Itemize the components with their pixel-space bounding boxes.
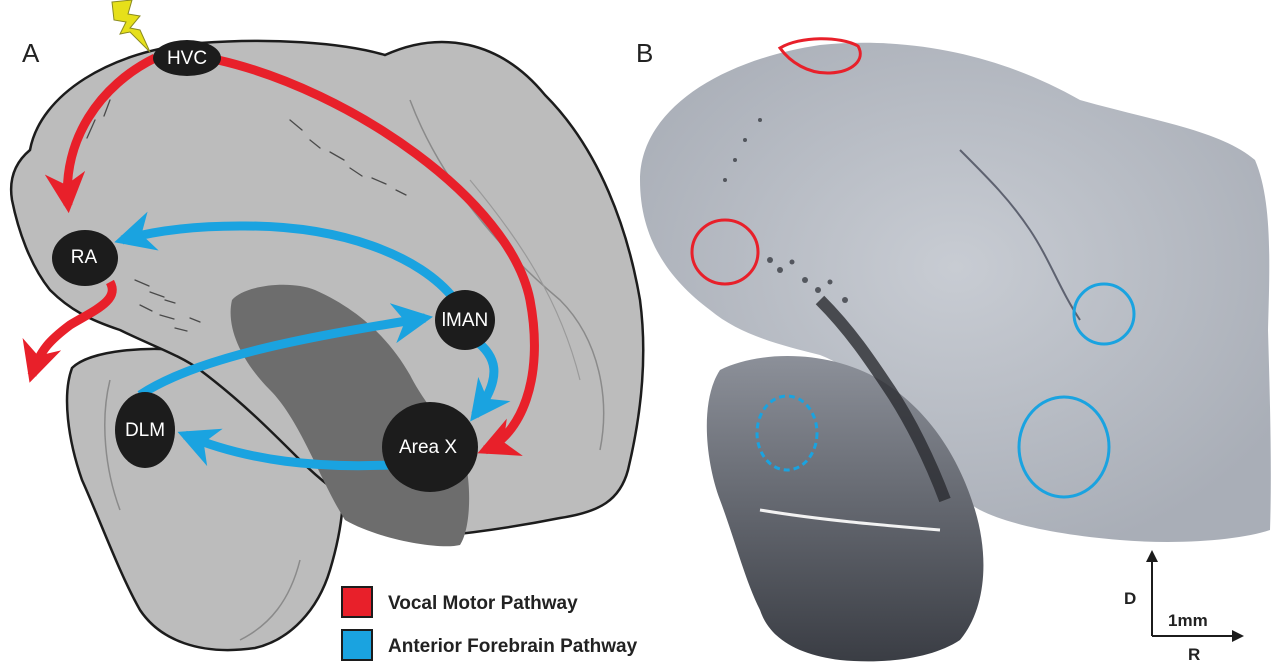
stimulation-bolt-icon <box>111 0 151 53</box>
nucleus-dlm <box>115 392 175 468</box>
telencephalon-contour <box>409 99 605 451</box>
nucleus-label-lman: lMAN <box>442 310 488 331</box>
brain-slice-main <box>640 42 1271 542</box>
hvc-to-ra-arrow <box>44 53 157 214</box>
slice-outline-lman <box>1072 282 1136 346</box>
cell-cluster <box>723 118 848 303</box>
thalamus-contour <box>104 379 121 511</box>
nucleus-lman <box>435 290 495 350</box>
slice-outline-hvc <box>777 37 862 75</box>
panel-label-a: A <box>22 38 40 68</box>
dorsal-arrowhead-icon <box>1146 550 1158 562</box>
scale-bar-label: 1mm <box>1168 611 1208 630</box>
areax-to-dlm-arrow <box>177 428 391 471</box>
slice-fold <box>759 508 941 532</box>
ra-output-arrow <box>22 279 117 383</box>
rostral-arrowhead-icon <box>1232 630 1244 642</box>
slice-fissure <box>959 149 1081 321</box>
dorsal-label: D <box>1124 589 1136 608</box>
panel-label-b: B <box>636 38 653 68</box>
lman-to-ra-arrow <box>114 211 459 303</box>
hvc-to-areax-arrow <box>217 55 539 456</box>
slice-outline-ra <box>690 218 760 286</box>
dlm-to-lman-arrow <box>137 303 433 399</box>
nucleus-label-hvc: HVC <box>167 48 207 69</box>
nucleus-label-dlm: DLM <box>125 420 165 441</box>
nucleus-hvc <box>153 40 221 76</box>
telencephalon-contour <box>469 179 581 381</box>
nucleus-label-ra: RA <box>71 247 98 268</box>
slice-outline-dlm <box>755 394 819 472</box>
thalamus-contour <box>239 559 301 641</box>
slice-dark-band <box>815 295 951 503</box>
nucleus-ra <box>52 230 118 286</box>
nucleus-area-x <box>382 402 478 492</box>
legend-swatch-afp <box>341 629 373 661</box>
slice-outline-area-x <box>1017 395 1111 499</box>
legend-swatch-vocal <box>341 586 373 618</box>
legend-label-afp: Anterior Forebrain Pathway <box>388 636 638 657</box>
legend-label-vocal: Vocal Motor Pathway <box>388 593 578 614</box>
nucleus-label-area-x: Area X <box>399 437 457 458</box>
rostral-label: R <box>1188 645 1200 664</box>
